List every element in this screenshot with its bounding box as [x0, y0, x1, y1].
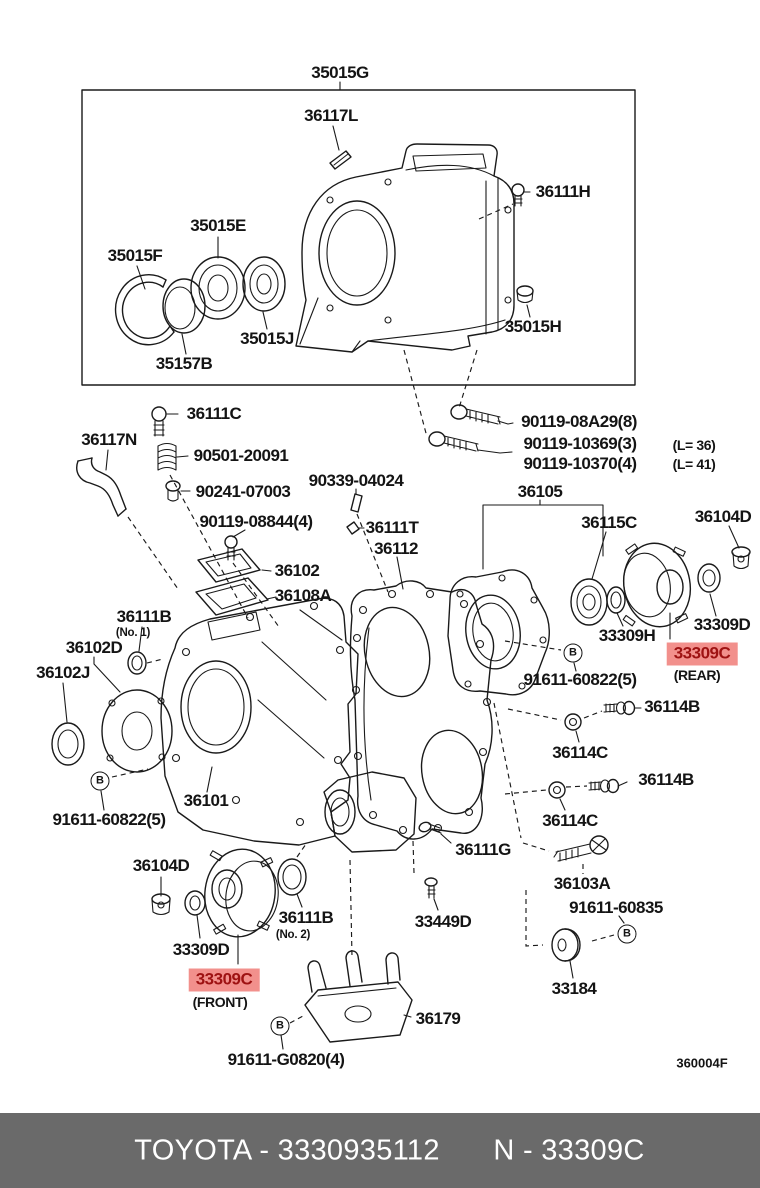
- part-label-36104D-rear: 36104D: [694, 507, 752, 526]
- part-label-33309H: 33309H: [598, 626, 656, 645]
- part-label-35157B: 35157B: [155, 354, 213, 373]
- circled-b-marker-front: B: [90, 771, 110, 791]
- part-cover-and-gasket-drawing: [195, 548, 269, 616]
- part-label-33309D-front: 33309D: [172, 940, 230, 959]
- part-label-90119-08844: 90119-08844(4): [199, 512, 313, 531]
- front-cover-parts-drawing: [51, 651, 173, 773]
- length-note-L36: (L= 36): [672, 437, 716, 453]
- part-label-35015F: 35015F: [107, 246, 163, 265]
- footer-brand-part-number: TOYOTA - 3330935112: [134, 1134, 440, 1166]
- front-output-assembly-drawing: [151, 848, 307, 938]
- part-label-36102D: 36102D: [65, 638, 123, 657]
- position-note-rear: (REAR): [673, 667, 721, 683]
- part-label-90339-04024: 90339-04024: [308, 471, 404, 490]
- part-label-91611-60835: 91611-60835: [569, 898, 663, 917]
- part-label-35015J: 35015J: [240, 329, 294, 348]
- part-adapter-housing-drawing: [295, 143, 515, 353]
- part-label-36114B-2: 36114B: [638, 770, 694, 789]
- part-label-36111B-1: 36111B: [116, 607, 172, 626]
- part-label-91611-G0820: 91611-G0820(4): [227, 1050, 345, 1069]
- part-bolt-36111H-drawing: [511, 183, 525, 207]
- position-note-front: (FRONT): [192, 994, 248, 1010]
- part-label-35015H: 35015H: [504, 317, 562, 336]
- diagram-reference-code: 360004F: [676, 1055, 728, 1071]
- part-label-36111G: 36111G: [455, 840, 511, 859]
- part-label-36111B-2: 36111B: [278, 908, 334, 927]
- footer-catalog-part-number: N - 33309C: [493, 1134, 645, 1166]
- part-label-36179: 36179: [415, 1009, 461, 1028]
- part-plug-35015H-drawing: [516, 285, 534, 304]
- circled-b-marker-g0820: B: [270, 1016, 290, 1036]
- part-label-36112: 36112: [374, 539, 418, 558]
- part-label-36104D-front: 36104D: [132, 856, 190, 875]
- part-snap-ring-drawing: [114, 274, 175, 346]
- part-label-36111T: 36111T: [365, 518, 419, 537]
- part-label-36117L: 36117L: [304, 106, 358, 125]
- circled-b-marker-60835: B: [617, 924, 637, 944]
- small-bolt-parts-drawing: [418, 821, 442, 899]
- part-adapter-plate-drawing: [349, 580, 495, 840]
- right-fasteners-drawing: [548, 700, 636, 962]
- part-ring-drawing: [162, 278, 206, 334]
- part-label-36111C: 36111C: [186, 404, 242, 423]
- part-label-35015E: 35015E: [190, 216, 246, 235]
- part-bracket-drawing: [304, 950, 413, 1043]
- part-label-90119-10369: 90119-10369(3): [523, 434, 637, 453]
- part-label-90501-20091: 90501-20091: [193, 446, 289, 465]
- part-front-case-drawing: [160, 597, 417, 853]
- part-label-36114C-1: 36114C: [552, 743, 608, 762]
- highlighted-part-label-33309C-rear: 33309C: [666, 642, 738, 666]
- part-bearing-drawing: [190, 256, 246, 320]
- part-breather-pin-drawing: [329, 150, 352, 170]
- part-label-36117N: 36117N: [81, 430, 137, 449]
- length-note-L41: (L= 41): [672, 456, 716, 472]
- footer-bar: TOYOTA - 3330935112 N - 33309C: [0, 1113, 760, 1188]
- part-label-33184: 33184: [551, 979, 597, 998]
- part-label-36108A: 36108A: [274, 586, 332, 605]
- part-label-36103A: 36103A: [553, 874, 611, 893]
- circled-b-marker-rear: B: [563, 643, 583, 663]
- part-label-90119-08A29: 90119-08A29(8): [521, 412, 637, 431]
- number-note-no1: (No. 1): [115, 627, 151, 639]
- part-label-36114C-2: 36114C: [542, 811, 598, 830]
- part-seal-drawing: [242, 256, 286, 312]
- part-label-36111H: 36111H: [535, 182, 591, 201]
- number-note-no2: (No. 2): [275, 929, 311, 941]
- fasteners-group: [76, 404, 514, 561]
- rear-output-assembly-drawing: [570, 542, 751, 628]
- part-label-33449D: 33449D: [414, 912, 472, 931]
- part-label-36102J: 36102J: [36, 663, 90, 682]
- part-label-33309D-rear: 33309D: [693, 615, 751, 634]
- part-label-91611-60822-rear: 91611-60822(5): [523, 670, 637, 689]
- part-label-36102: 36102: [274, 561, 320, 580]
- part-label-90241-07003: 90241-07003: [195, 482, 291, 501]
- part-label-36105: 36105: [517, 482, 563, 501]
- top-box-group: [81, 81, 636, 386]
- exploded-diagram-area: 35015G 36117L 36111H 35015E 35015F 35015…: [36, 63, 752, 1071]
- part-label-36115C: 36115C: [581, 513, 637, 532]
- part-label-36101: 36101: [183, 791, 229, 810]
- part-label-91611-60822-front: 91611-60822(5): [52, 810, 166, 829]
- part-label-90119-10370: 90119-10370(4): [523, 454, 637, 473]
- part-label-35015G: 35015G: [311, 63, 369, 82]
- highlighted-part-label-33309C-front: 33309C: [188, 968, 260, 992]
- diagram-line-art: [51, 81, 751, 1050]
- part-rear-case-drawing: [447, 569, 550, 696]
- part-label-36114B-1: 36114B: [644, 697, 700, 716]
